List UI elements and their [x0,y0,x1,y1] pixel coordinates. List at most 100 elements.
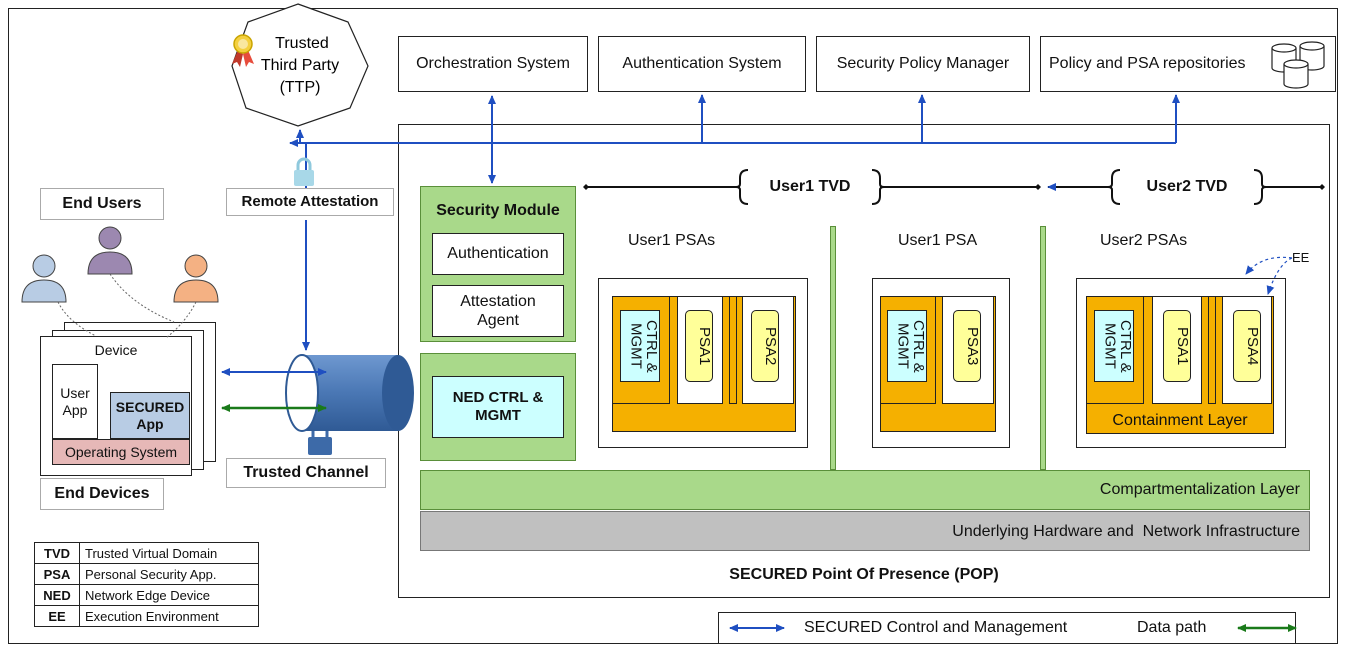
ctrl-mgmt-label-2: MGMT [894,323,912,369]
authentication-system-box: Authentication System [598,36,806,92]
user-app-box: User App [52,364,98,439]
user2-tvd-span [1047,169,1325,205]
hardware-layer-label: Underlying Hardware and Network Infrastr… [952,523,1300,540]
user2-ctrl-mgmt: CTRL &MGMT [1094,310,1134,382]
compartmentalization-layer-label: Compartmentalization Layer [1099,481,1300,498]
user1-psa-title: User1 PSA [898,232,978,249]
ee-pointer [1266,257,1293,295]
security-module-title: Security Module [436,202,560,219]
pop-label: SECURED Point Of Presence (POP) [729,566,999,583]
compartmentalization-layer [420,470,1310,510]
tvd-separator-1 [830,226,836,470]
secured-app-label-1: SECURED [115,398,185,415]
hardware-layer [420,511,1310,551]
database-icon [1271,41,1325,89]
trusted-channel-cylinder [285,354,414,432]
psa-divider-2 [1208,296,1216,404]
psa4-box: PSA4 [1233,310,1261,382]
user1-tvd-label: User1 TVD [769,178,851,195]
data-path-legend-label: Data path [1137,619,1207,636]
user1-psas-title: User1 PSAs [628,232,716,249]
tvd-separator-2 [1040,226,1046,470]
psa2-box: PSA2 [751,310,779,382]
legend-abbr: TVD [34,542,80,564]
attestation-agent-label-1: Attestation [460,292,536,310]
end-users-label: End Users [40,188,164,220]
ctrl-mgmt-label-2: MGMT [627,323,645,369]
operating-system-label: Operating System [64,443,178,460]
ned-ctrl-mgmt-box: NED CTRL & MGMT [432,376,564,438]
user-device-links [57,273,197,339]
user-app-label-2: App [62,401,88,418]
lock-icon [294,157,314,186]
operating-system-box: Operating System [52,439,190,465]
user-app-label-1: User [60,384,90,401]
authentication-system-label: Authentication System [622,55,782,73]
ctrl-mgmt-label-1: CTRL & [910,319,927,373]
remote-attestation-text: Remote Attestation [241,193,379,210]
user1-ctrl-mgmt: CTRL &MGMT [620,310,660,382]
trusted-channel-text: Trusted Channel [243,464,369,482]
award-ribbon-icon [232,34,254,67]
ned-label-1: NED CTRL & [452,389,544,406]
legend-abbr: PSA [34,563,80,585]
attestation-agent-label-2: Agent [477,312,519,329]
ctrl-mgmt-label-1: CTRL & [643,319,660,373]
user1-tvd-span [583,169,1041,205]
orchestration-system-box: Orchestration System [398,36,588,92]
authentication-module-label: Authentication [447,245,549,263]
secured-app-box: SECURED App [110,392,190,439]
ned-label-2: MGMT [475,407,521,424]
device-title: Device [94,342,138,358]
end-devices-label: End Devices [40,478,164,510]
containment-layer-label: Containment Layer [1112,412,1248,429]
outer-frame [8,8,1338,644]
legend-desc: Network Edge Device [79,584,259,606]
ttp-line-1: Trusted [275,35,329,52]
control-mgmt-legend-label: SECURED Control and Management [804,619,1068,636]
psa3-label: PSA3 [964,326,981,366]
secured-app-label-2: App [136,415,164,432]
psa2-label: PSA2 [762,326,779,366]
authentication-module: Authentication [432,233,564,275]
remote-attestation-label: Remote Attestation [226,188,394,216]
ttp-line-3: (TTP) [280,79,321,96]
attestation-agent: Attestation Agent [432,285,564,337]
psa1-label: PSA1 [1174,326,1191,366]
legend-desc: Execution Environment [79,605,259,627]
ttp-line-2: Third Party [261,57,339,74]
user2-psas-title: User2 PSAs [1100,232,1188,249]
psa1-label: PSA1 [696,326,713,366]
ee-label: EE [1292,250,1310,265]
user2-tvd-label: User2 TVD [1146,178,1228,195]
psa1-box: PSA1 [685,310,713,382]
user1-psa-ctrl-mgmt: CTRL &MGMT [887,310,927,382]
user1-psa-container [872,278,1010,448]
psa-divider-1 [729,296,737,404]
end-users-text: End Users [62,195,142,213]
psa4-label: PSA4 [1244,326,1261,366]
user-icon [21,254,67,303]
orchestration-system-label: Orchestration System [416,55,570,73]
legend-desc: Personal Security App. [79,563,259,585]
ee-pointer [1245,256,1293,275]
psa3-box: PSA3 [953,310,981,382]
ctrl-mgmt-label-2: MGMT [1101,323,1119,369]
user-icon [173,254,219,303]
user-icon [87,226,133,275]
legend-abbr: EE [34,605,80,627]
user2-psas-container [1076,278,1286,448]
user1-psas-container [598,278,808,448]
policy-psa-repositories-label: Policy and PSA repositories [1049,55,1246,73]
security-policy-manager-label: Security Policy Manager [836,55,1010,73]
ctrl-mgmt-label-1: CTRL & [1117,319,1134,373]
end-devices-text: End Devices [54,485,150,503]
trusted-channel-label: Trusted Channel [226,458,386,488]
user2-psa1-box: PSA1 [1163,310,1191,382]
security-policy-manager-box: Security Policy Manager [816,36,1030,92]
